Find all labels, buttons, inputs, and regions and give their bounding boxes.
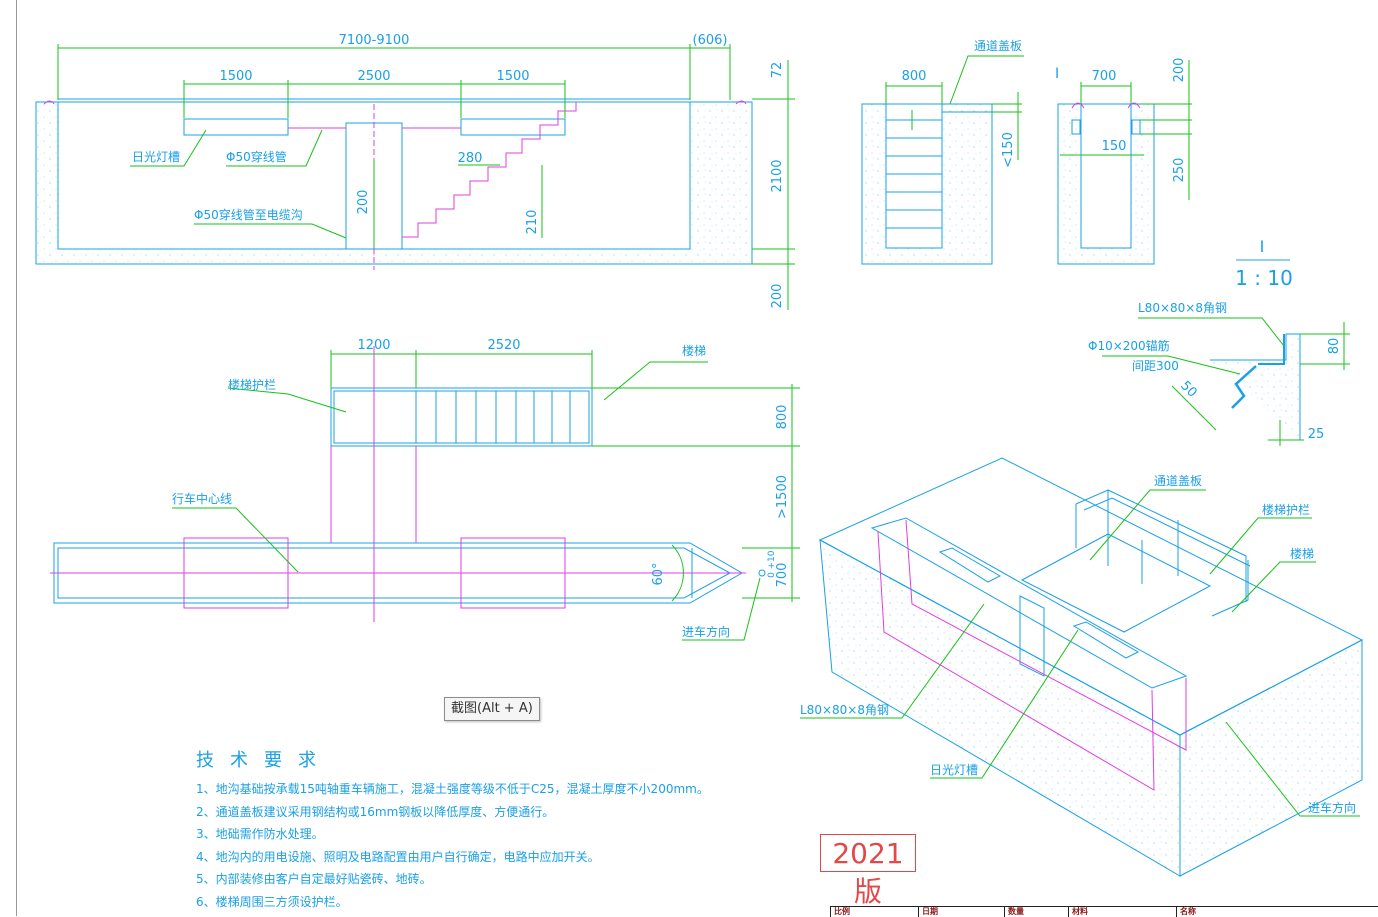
dim-800-plan: 800 — [775, 405, 790, 430]
plan-view — [50, 346, 766, 622]
dim-200-bottom: 200 — [770, 284, 785, 309]
section-dimensions — [57, 44, 795, 310]
cross-section-stairs-dims — [885, 55, 1024, 160]
dim-50: 50 — [1177, 378, 1199, 400]
cross-section-pit-dims — [1060, 60, 1192, 200]
label-stairs-plan: 楼梯 — [682, 343, 706, 358]
dim-25: 25 — [1308, 427, 1325, 442]
title-block-scale: 比例 — [830, 907, 850, 917]
title-block: 比例 日期 数量 材料 名称 — [830, 906, 1378, 917]
label-skylight-iso: 日光灯槽 — [930, 763, 978, 777]
label-angle-steel-iso: L80×80×8角钢 — [800, 703, 889, 717]
dim-tol-plus: +10 — [767, 550, 777, 569]
dim-1500-right: 1500 — [496, 69, 529, 84]
dim-210: 210 — [525, 210, 540, 235]
tech-item: 2、通道盖板建议采用钢结构或16mm钢板以降低厚度、方便通行。 — [196, 804, 555, 819]
section-view — [35, 98, 753, 270]
title-block-date: 日期 — [918, 907, 938, 917]
dim-72: 72 — [770, 62, 785, 79]
tech-title: 技术要求 — [196, 750, 332, 771]
tech-item: 5、内部装修由客户自定最好贴瓷砖、地砖。 — [196, 872, 432, 887]
plan-dims — [172, 350, 800, 641]
label-cover-iso: 通道盖板 — [1154, 474, 1202, 488]
label-direction-plan: 进车方向 — [682, 624, 730, 639]
title-block-name: 名称 — [1176, 907, 1196, 917]
dim-2520: 2520 — [487, 338, 520, 353]
detail-title: I — [1260, 237, 1265, 256]
dim-total: 7100-9100 — [339, 33, 410, 48]
label-conduit: Φ50穿线管 — [226, 149, 287, 164]
isometric-leaders — [800, 489, 1360, 817]
dim-700-plan: 700 — [775, 563, 790, 588]
tech-item: 4、地沟内的用电设施、照明及电路配置由用户自行确定，电路中应加开关。 — [196, 849, 600, 864]
dim-800-top: 800 — [902, 69, 927, 84]
label-detail-i: I — [1055, 66, 1059, 82]
detail-angle-steel — [1210, 333, 1301, 440]
dim-tol-zero: 0 — [767, 572, 777, 578]
dim-80: 80 — [1327, 338, 1342, 355]
label-angle-steel-detail: L80×80×8角钢 — [1138, 301, 1227, 315]
label-skylight: 日光灯槽 — [132, 150, 180, 164]
dim-1500-left: 1500 — [219, 69, 252, 84]
label-direction-iso: 进车方向 — [1308, 800, 1356, 815]
dim-lt150: <150 — [1001, 132, 1016, 168]
label-anchor: Φ10×200锚筋 — [1088, 338, 1170, 353]
dim-1200: 1200 — [357, 338, 390, 353]
dim-700-top: 700 — [1092, 69, 1117, 84]
tech-item: 6、楼梯周围三方须设护栏。 — [196, 894, 348, 909]
edition-stamp: 2021版 — [820, 834, 916, 908]
dim-200-inner: 200 — [356, 190, 371, 215]
screenshot-tooltip: 截图(Alt + A) — [444, 697, 540, 721]
label-conduit-cable: Φ50穿线管至电缆沟 — [194, 207, 303, 222]
label-rail-iso: 楼梯护栏 — [1262, 502, 1310, 517]
title-block-material: 材料 — [1068, 907, 1088, 917]
tech-item: 1、地沟基础按承载15吨轴重车辆施工，混凝土强度等级不低于C25，混凝土厚度不小… — [196, 782, 709, 796]
title-block-qty: 数量 — [1004, 907, 1024, 917]
label-centerline: 行车中心线 — [172, 491, 232, 506]
label-cover-top: 通道盖板 — [974, 39, 1022, 53]
isometric-view — [818, 457, 1364, 877]
dim-2100: 2100 — [770, 159, 785, 192]
label-rail-plan: 楼梯护栏 — [228, 377, 276, 392]
label-stairs-iso: 楼梯 — [1290, 546, 1314, 561]
dim-2500: 2500 — [357, 69, 390, 84]
dim-extra: (606) — [693, 33, 728, 48]
tech-item: 3、地础需作防水处理。 — [196, 827, 324, 842]
dim-angle: 60° — [651, 562, 666, 585]
cross-section-stairs — [861, 103, 993, 265]
cross-section-pit — [1057, 102, 1155, 265]
dim-250: 250 — [1172, 158, 1187, 183]
detail-scale: 1 : 10 — [1235, 266, 1293, 290]
dim-280: 280 — [458, 151, 483, 166]
technical-requirements: 技术要求 1、地沟基础按承载15吨轴重车辆施工，混凝土强度等级不低于C25，混凝… — [196, 746, 709, 914]
dim-200-right: 200 — [1172, 58, 1187, 83]
detail-dims — [1102, 317, 1350, 446]
dim-ge1500: >1500 — [775, 475, 790, 519]
label-spacing: 间距300 — [1132, 359, 1179, 373]
dim-150: 150 — [1102, 139, 1127, 154]
